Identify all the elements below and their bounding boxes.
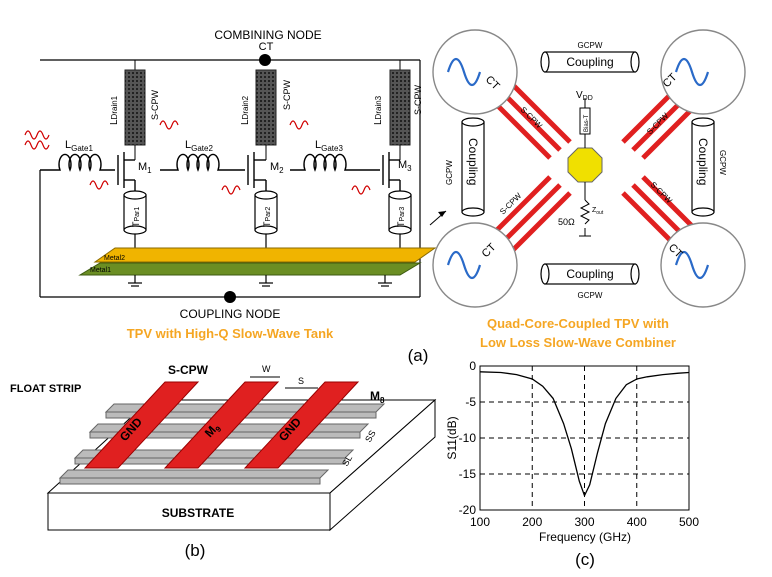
bias-t-box bbox=[579, 107, 591, 135]
panel-a-circuit: COMBINING NODE CT COUPLING NODE LDrain1 … bbox=[24, 28, 437, 365]
tpar3-label: TPar3 bbox=[396, 207, 406, 227]
gate2-label: LGate2 bbox=[185, 139, 213, 153]
signal-waveforms bbox=[24, 120, 371, 195]
drain3-label: LDrain3 bbox=[373, 95, 384, 125]
x-tick-label: 100 bbox=[470, 515, 490, 529]
coupling-node-label: COUPLING NODE bbox=[180, 307, 281, 321]
m1-label: M1 bbox=[138, 161, 152, 175]
load-resistor bbox=[579, 199, 591, 225]
y-tick-label: -5 bbox=[465, 395, 476, 409]
s11-series-line bbox=[479, 371, 690, 498]
m8-label: M8 bbox=[370, 389, 385, 405]
y-axis-label: S11(dB) bbox=[445, 416, 459, 459]
tpar1-label: TPar1 bbox=[131, 207, 141, 227]
drain-inductor-3 bbox=[389, 60, 411, 160]
scpw-label-3: S-CPW bbox=[413, 84, 423, 115]
metal1-plane bbox=[78, 262, 422, 276]
gcpw-left: GCPW bbox=[445, 160, 454, 185]
y-tick-label: -15 bbox=[459, 467, 477, 481]
panel-b-scpw: SUBSTRATE GND M9 GND S-CPW FLOAT STRIP W… bbox=[10, 363, 437, 560]
core-circles bbox=[432, 29, 746, 308]
x-tick-label: 300 bbox=[574, 515, 594, 529]
ohm-label: 50Ω bbox=[558, 217, 575, 227]
coupling-top: Coupling bbox=[566, 55, 613, 69]
metal2-label: Metal2 bbox=[104, 255, 125, 262]
x-axis-label: Frequency (GHz) bbox=[539, 530, 631, 544]
panel-a-caption: TPV with High-Q Slow-Wave Tank bbox=[127, 326, 334, 341]
w-label: W bbox=[262, 364, 271, 374]
panel-a-right-caption-2: Low Loss Slow-Wave Combiner bbox=[480, 335, 676, 350]
metal1-label: Metal1 bbox=[90, 267, 111, 274]
drain1-label: LDrain1 bbox=[109, 95, 120, 125]
x-tick-labels: 100 200 300 400 500 bbox=[470, 515, 699, 529]
panel-a-label: (a) bbox=[408, 346, 429, 365]
coupling-right: Coupling bbox=[696, 138, 710, 185]
drain2-label: LDrain2 bbox=[240, 95, 251, 125]
s11-chart: 0 -5 -10 -15 -20 100 200 300 400 500 S11(dB) Fre… bbox=[445, 359, 699, 569]
coupling-bottom: Coupling bbox=[566, 267, 613, 281]
coupling-cylinders bbox=[461, 51, 715, 285]
y-tick-label: -10 bbox=[459, 431, 477, 445]
gcpw-bottom: GCPW bbox=[578, 291, 603, 300]
scpw-label-b: S-CPW bbox=[168, 363, 209, 377]
m9-label: M9 bbox=[202, 419, 224, 441]
coupling-node-dot bbox=[224, 291, 236, 303]
combining-node-dot bbox=[259, 54, 271, 66]
x-tick-label: 400 bbox=[627, 515, 647, 529]
s-label: S bbox=[298, 376, 304, 386]
vdd-label: VDD bbox=[576, 90, 593, 102]
bias-t-label: Bias-T bbox=[584, 114, 590, 132]
core-sine-icons bbox=[446, 57, 710, 280]
zout-label: Zout bbox=[592, 207, 604, 216]
scpw-label-1: S-CPW bbox=[150, 89, 160, 120]
x-tick-label: 500 bbox=[679, 515, 699, 529]
chart-grid bbox=[480, 366, 689, 510]
metal2-plane bbox=[93, 247, 437, 263]
gate1-label: LGate1 bbox=[65, 139, 93, 153]
tpar2-label: TPar2 bbox=[262, 207, 272, 227]
gcpw-top: GCPW bbox=[578, 41, 603, 50]
sl-label: SL bbox=[340, 453, 354, 468]
y-tick-labels: 0 -5 -10 -15 -20 bbox=[459, 359, 477, 517]
panel-b-label: (b) bbox=[185, 541, 206, 560]
drain-inductor-1 bbox=[124, 60, 146, 160]
panel-a-right-caption-1: Quad-Core-Coupled TPV with bbox=[487, 316, 669, 331]
y-tick-label: 0 bbox=[469, 359, 476, 373]
m2-label: M2 bbox=[270, 161, 284, 175]
tpar-cylinders bbox=[123, 190, 412, 248]
quad-core-combiner: S-CPW S-CPW S-CPW S-CPW Bias-T VDD 50Ω Z… bbox=[429, 29, 746, 350]
substrate-label: SUBSTRATE bbox=[162, 506, 234, 520]
x-tick-label: 200 bbox=[522, 515, 542, 529]
combining-node-label: COMBINING NODE bbox=[214, 28, 321, 42]
panel-c-label: (c) bbox=[575, 550, 595, 569]
scpw-label-2: S-CPW bbox=[282, 79, 292, 110]
center-node bbox=[567, 147, 603, 183]
m3-label: M3 bbox=[398, 159, 412, 173]
gcpw-right: GCPW bbox=[718, 150, 727, 175]
ground-symbols bbox=[128, 275, 392, 287]
y-tick-label: -20 bbox=[459, 503, 477, 517]
float-strip-label: FLOAT STRIP bbox=[10, 383, 81, 395]
gate-inductors bbox=[40, 153, 380, 172]
combining-node-ct: CT bbox=[259, 41, 274, 53]
red-strips bbox=[83, 381, 360, 469]
substrate-side bbox=[329, 398, 436, 532]
gate3-label: LGate3 bbox=[315, 139, 343, 153]
scpw-bl: S-CPW bbox=[498, 191, 524, 217]
coupling-left: Coupling bbox=[466, 138, 480, 185]
drain-inductor-2 bbox=[255, 69, 277, 160]
